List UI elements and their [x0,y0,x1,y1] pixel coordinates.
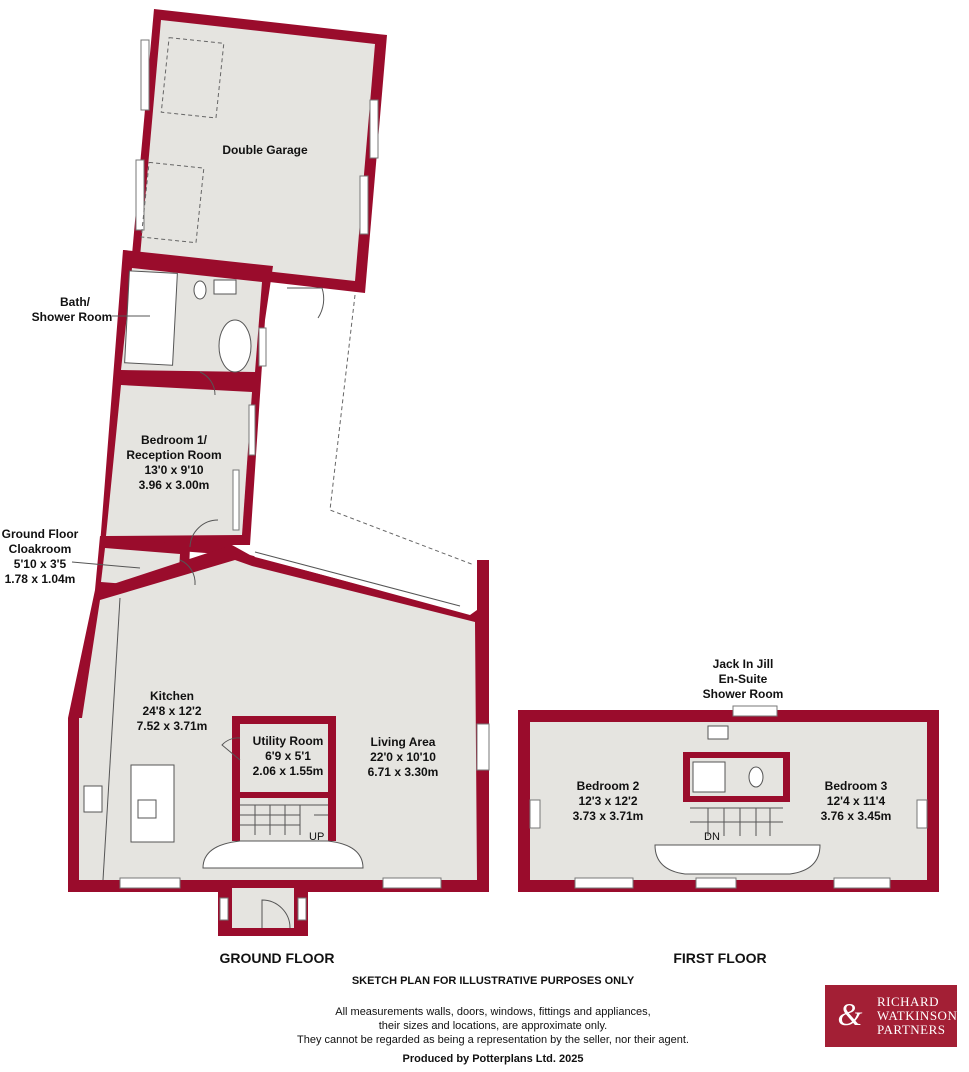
bedroom1-door [189,519,219,548]
logo-line3: PARTNERS [877,1022,946,1037]
garage-window-w2 [135,159,145,231]
ensuite-toilet [748,766,764,788]
garage-window-e1 [369,99,379,159]
bedroom2-window-south [574,877,634,889]
first-floor-stairs [690,807,783,836]
first-landing-curve [654,844,821,875]
utility-floor [240,724,328,792]
bedroom2-imperial: 12'3 x 12'2 [578,794,637,808]
utility-metric: 2.06 x 1.55m [253,764,324,778]
living-window-east [476,723,490,771]
landing-window-south [695,877,737,889]
disclaimer-line3: They cannot be regarded as being a repre… [297,1034,689,1046]
cloakroom-label-line1: Ground Floor [2,527,79,541]
kitchen-name: Kitchen [150,689,194,703]
living-imperial: 22'0 x 10'10 [370,750,436,764]
bathtub [218,319,252,373]
stairs-down-label: DN [704,831,720,843]
stairs-up-label: UP [309,831,324,843]
bedroom2-name: Bedroom 2 [577,779,640,793]
bedroom1-imperial: 13'0 x 9'10 [144,463,203,477]
garage-floor [140,20,375,281]
bedroom1-name-line2: Reception Room [126,448,221,462]
bath-door [199,371,216,396]
basin [213,279,237,295]
bedroom3-name: Bedroom 3 [825,779,888,793]
bathroom-window [258,327,267,367]
logo-line1: RICHARD [877,994,939,1009]
bedroom2-metric: 3.73 x 3.71m [573,809,644,823]
disclaimer-line1: All measurements walls, doors, windows, … [335,1006,650,1018]
porch-floor [232,888,294,928]
first-floor-title: FIRST FLOOR [673,950,766,966]
glazed-wall-line [254,551,461,607]
ground-floor-plan: UP Double Garage Bath/ Shower Room Bedro… [2,9,490,936]
ensuite-shower [692,761,726,793]
cloakroom-metric: 1.78 x 1.04m [5,572,76,586]
bedroom1-window-2 [232,469,240,531]
jackjill-label-line2: En-Suite [719,672,768,686]
ensuite-entry-floor [667,722,806,752]
jackjill-label-line3: Shower Room [703,687,784,701]
ground-stairs [240,804,328,835]
bath-label-line1: Bath/ [60,295,91,309]
bath-label-line2: Shower Room [32,310,113,324]
porch-door [261,899,291,929]
produced-by: Produced by Potterplans Ltd. 2025 [403,1053,584,1065]
garage-parking-bay-1 [160,37,225,119]
ensuite-window [732,705,778,717]
bedroom1-window [248,404,256,456]
kitchen-window [119,877,181,889]
courtyard-outline [329,294,475,566]
disclaimer-line2: their sizes and locations, are approxima… [379,1020,607,1032]
porch-window-w [219,897,229,921]
garage-window-w1 [140,39,150,111]
kitchen-worktop-line [102,597,121,881]
cloakroom-label-line2: Cloakroom [9,542,72,556]
garage-label: Double Garage [222,143,308,157]
bedroom1-metric: 3.96 x 3.00m [139,478,210,492]
utility-imperial: 6'9 x 5'1 [265,749,311,763]
living-window-south [382,877,442,889]
garage-window-e2 [359,175,369,235]
ground-floor-title: GROUND FLOOR [219,950,334,966]
cloakroom-leader-line [71,561,141,569]
kitchen-metric: 7.52 x 3.71m [137,719,208,733]
bedroom3-window-east [916,799,928,829]
logo-monogram-icon: & [838,996,863,1032]
bedroom3-imperial: 12'4 x 11'4 [827,794,886,808]
ground-landing-curve [202,840,364,869]
garage-parking-bay-2 [140,161,205,244]
cloakroom-imperial: 5'10 x 3'5 [14,557,67,571]
bedroom2-window-west [529,799,541,829]
hob [83,785,103,813]
garage-door-swing [287,287,325,319]
utility-door [221,737,241,761]
kitchen-imperial: 24'8 x 12'2 [142,704,201,718]
living-name: Living Area [371,735,436,749]
logo-line2: WATKINSON [877,1008,957,1023]
glazed-wall [254,553,461,611]
shower-tray [124,270,178,366]
agent-logo: & RICHARD WATKINSON PARTNERS [825,985,957,1047]
sketch-note: SKETCH PLAN FOR ILLUSTRATIVE PURPOSES ON… [352,975,635,987]
jackjill-label-line1: Jack In Jill [713,657,774,671]
bedroom3-metric: 3.76 x 3.45m [821,809,892,823]
toilet [193,280,207,300]
first-floor-plan: DN Jack In Jill En-Suite Shower Room Bed… [518,657,939,892]
porch-window-e [297,897,307,921]
ensuite-basin [707,725,729,740]
island-sink [137,799,157,819]
logo-background [825,985,957,1047]
bedroom1-name-line1: Bedroom 1/ [141,433,208,447]
living-metric: 6.71 x 3.30m [368,765,439,779]
bedroom3-window-south [833,877,891,889]
bedroom1-floor [106,385,252,536]
cloakroom-door [179,559,196,586]
utility-name: Utility Room [253,734,324,748]
